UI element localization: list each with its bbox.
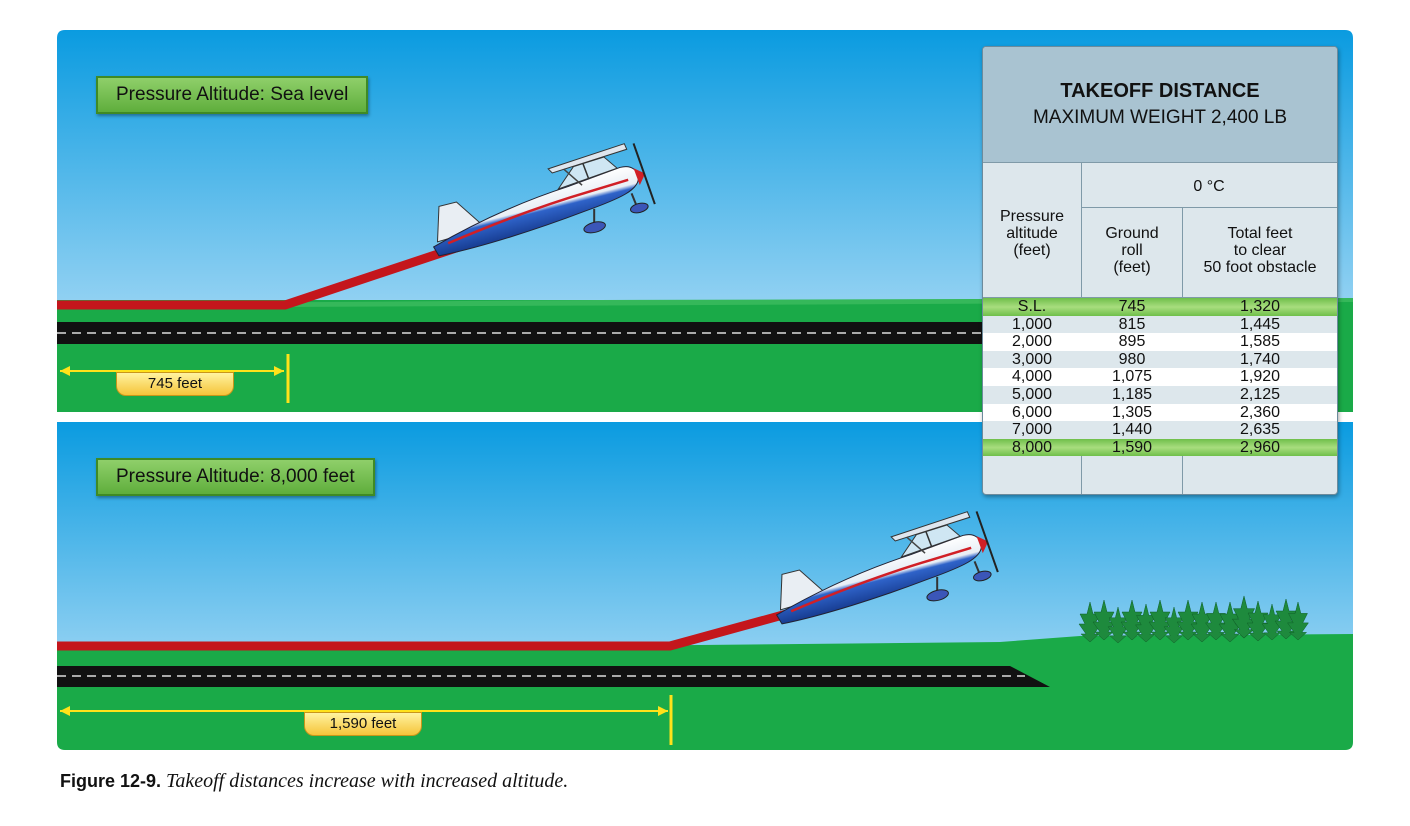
ground-roll-cell: 1,075 bbox=[1111, 368, 1153, 386]
table-subtitle: MAXIMUM WEIGHT 2,400 LB bbox=[1032, 107, 1288, 128]
altitude-cell: 4,000 bbox=[1011, 368, 1053, 386]
top-distance-label: 745 feet bbox=[116, 372, 234, 396]
ground-roll-cell: 1,305 bbox=[1111, 403, 1153, 421]
total-distance-cell: 2,960 bbox=[1239, 438, 1281, 456]
table-row: S.L. 745 1,320 bbox=[983, 298, 1337, 316]
table-header: TAKEOFF DISTANCE MAXIMUM WEIGHT 2,400 LB bbox=[983, 47, 1337, 163]
bottom-grass bbox=[57, 634, 1353, 750]
altitude-column-header: Pressure altitude (feet) bbox=[999, 208, 1065, 259]
table-row: 5,000 1,185 2,125 bbox=[983, 386, 1337, 404]
total-distance-column-header: Total feet to clear 50 foot obstacle bbox=[1203, 225, 1317, 276]
top-altitude-label: Pressure Altitude: Sea level bbox=[96, 76, 369, 114]
top-runway bbox=[57, 322, 982, 344]
altitude-cell: S.L. bbox=[1017, 298, 1047, 315]
altitude-cell: 5,000 bbox=[1011, 386, 1053, 403]
total-distance-cell: 1,740 bbox=[1239, 350, 1281, 368]
total-distance-cell: 1,920 bbox=[1239, 368, 1281, 386]
ground-roll-column-header: Ground roll (feet) bbox=[1105, 225, 1159, 276]
table-row: 2,000 895 1,585 bbox=[983, 333, 1337, 351]
caption-text: Takeoff distances increase with increase… bbox=[166, 770, 569, 792]
altitude-cell: 6,000 bbox=[1011, 403, 1053, 421]
table-row: 8,000 1,590 2,960 bbox=[983, 438, 1337, 457]
caption-label: Figure 12-9. bbox=[60, 771, 162, 791]
temperature-header: 0 °C bbox=[1193, 178, 1225, 195]
total-distance-cell: 2,125 bbox=[1239, 386, 1281, 403]
bottom-distance-label: 1,590 feet bbox=[304, 712, 422, 736]
table-row: 4,000 1,075 1,920 bbox=[983, 368, 1337, 386]
ground-roll-cell: 815 bbox=[1118, 315, 1146, 333]
figure-caption: Figure 12-9. Takeoff distances increase … bbox=[60, 770, 568, 793]
altitude-cell: 1,000 bbox=[1011, 315, 1053, 333]
bottom-altitude-label: Pressure Altitude: 8,000 feet bbox=[96, 458, 375, 496]
bottom-flight-path bbox=[57, 602, 814, 651]
total-distance-cell: 2,635 bbox=[1239, 421, 1281, 439]
table-row: 3,000 980 1,740 bbox=[983, 350, 1337, 369]
total-distance-cell: 2,360 bbox=[1239, 403, 1281, 421]
table-row: 6,000 1,305 2,360 bbox=[983, 403, 1337, 422]
ground-roll-cell: 1,590 bbox=[1111, 438, 1153, 456]
total-distance-cell: 1,445 bbox=[1239, 315, 1281, 333]
altitude-cell: 2,000 bbox=[1011, 333, 1053, 351]
altitude-cell: 3,000 bbox=[1011, 350, 1053, 368]
total-distance-cell: 1,320 bbox=[1239, 298, 1281, 315]
altitude-cell: 7,000 bbox=[1011, 421, 1053, 439]
altitude-cell: 8,000 bbox=[1011, 438, 1053, 456]
table-row: 1,000 815 1,445 bbox=[983, 315, 1337, 334]
ground-roll-cell: 980 bbox=[1118, 350, 1146, 368]
ground-roll-cell: 1,440 bbox=[1111, 421, 1153, 439]
ground-roll-cell: 1,185 bbox=[1111, 386, 1153, 403]
takeoff-distance-table: TAKEOFF DISTANCE MAXIMUM WEIGHT 2,400 LB… bbox=[982, 46, 1338, 495]
total-distance-cell: 1,585 bbox=[1239, 333, 1281, 351]
table-title: TAKEOFF DISTANCE bbox=[1060, 80, 1260, 102]
top-flight-path bbox=[57, 235, 482, 310]
ground-roll-cell: 895 bbox=[1118, 333, 1146, 351]
ground-roll-cell: 745 bbox=[1118, 298, 1146, 315]
table-row: 7,000 1,440 2,635 bbox=[983, 421, 1337, 439]
